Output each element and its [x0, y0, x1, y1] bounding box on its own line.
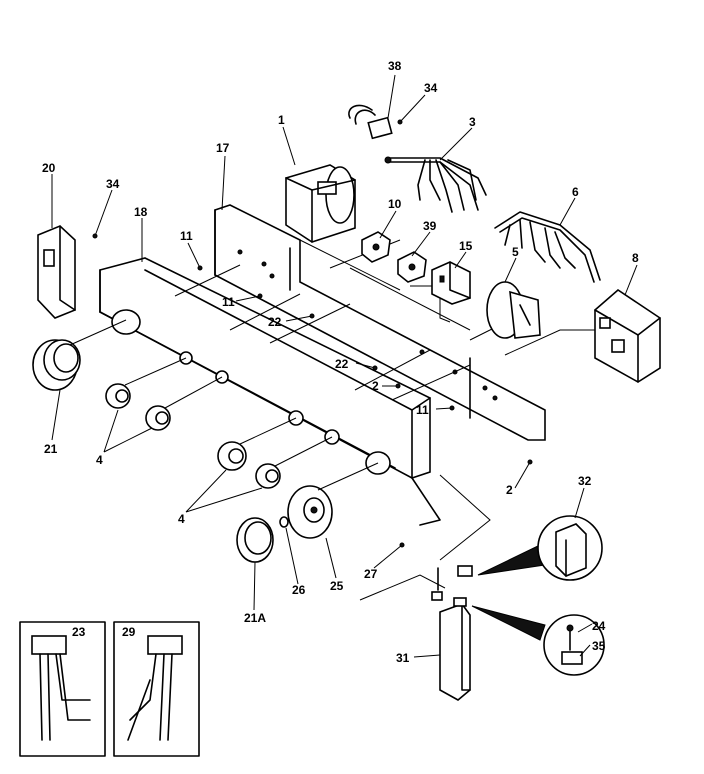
callout-11-right: 11 — [416, 403, 429, 417]
wire-harness-6 — [494, 211, 601, 283]
callout-20: 20 — [42, 161, 56, 175]
callout-38: 38 — [388, 59, 402, 73]
callout-34-left: 34 — [106, 177, 120, 191]
callout-35: 35 — [592, 639, 606, 653]
callout-3: 3 — [469, 115, 476, 129]
callout-8: 8 — [632, 251, 639, 265]
control-panel — [99, 257, 441, 526]
callout-26: 26 — [292, 583, 306, 597]
leader-lines — [51, 74, 638, 658]
callout-11-top: 11 — [180, 229, 193, 243]
callout-32: 32 — [578, 474, 592, 488]
callout-29: 29 — [122, 625, 136, 639]
callout-5: 5 — [512, 245, 519, 259]
detail-magnifier-35 — [471, 605, 605, 676]
part-38 — [348, 104, 393, 140]
alignment-lines — [174, 239, 600, 601]
timer-knob-parts — [236, 462, 379, 563]
callout-21a: 21A — [244, 611, 266, 625]
control-board-8 — [594, 288, 661, 383]
callout-23: 23 — [72, 625, 86, 639]
callout-25: 25 — [330, 579, 344, 593]
bezels-part-4 — [105, 357, 333, 489]
callout-21: 21 — [44, 442, 58, 456]
callout-34-top: 34 — [424, 81, 438, 95]
callout-6: 6 — [572, 185, 579, 199]
knob-part-21 — [32, 319, 127, 391]
callout-labels: 1 38 34 3 6 8 10 39 15 5 17 18 20 34 11 … — [42, 59, 639, 665]
callout-2-mid: 2 — [372, 379, 379, 393]
switch-part-15 — [431, 261, 471, 305]
callout-39: 39 — [423, 219, 437, 233]
callout-18: 18 — [134, 205, 148, 219]
switch-part-10 — [361, 231, 391, 263]
detail-magnifier-32 — [477, 515, 603, 581]
callout-31: 31 — [396, 651, 410, 665]
switch-part-39 — [397, 251, 427, 283]
inset-harness-23 — [19, 621, 106, 757]
inset-harness-29 — [113, 621, 200, 757]
callout-22-bottom: 22 — [335, 357, 349, 371]
callout-22-top: 22 — [268, 315, 282, 329]
callout-4-bottom: 4 — [178, 512, 185, 526]
callout-1: 1 — [278, 113, 285, 127]
wire-harness-3 — [384, 156, 487, 213]
callout-4-left: 4 — [96, 453, 103, 467]
callout-2-bottom: 2 — [506, 483, 513, 497]
pressure-switch-5 — [486, 281, 541, 339]
bracket-part-20 — [37, 225, 76, 319]
callout-24: 24 — [592, 619, 606, 633]
bracket-part-31 — [431, 565, 473, 701]
callout-10: 10 — [388, 197, 402, 211]
callout-11-mid: 11 — [222, 295, 235, 309]
callout-15: 15 — [459, 239, 473, 253]
callout-27: 27 — [364, 567, 378, 581]
callout-17: 17 — [216, 141, 230, 155]
timer-part-1 — [285, 164, 356, 243]
